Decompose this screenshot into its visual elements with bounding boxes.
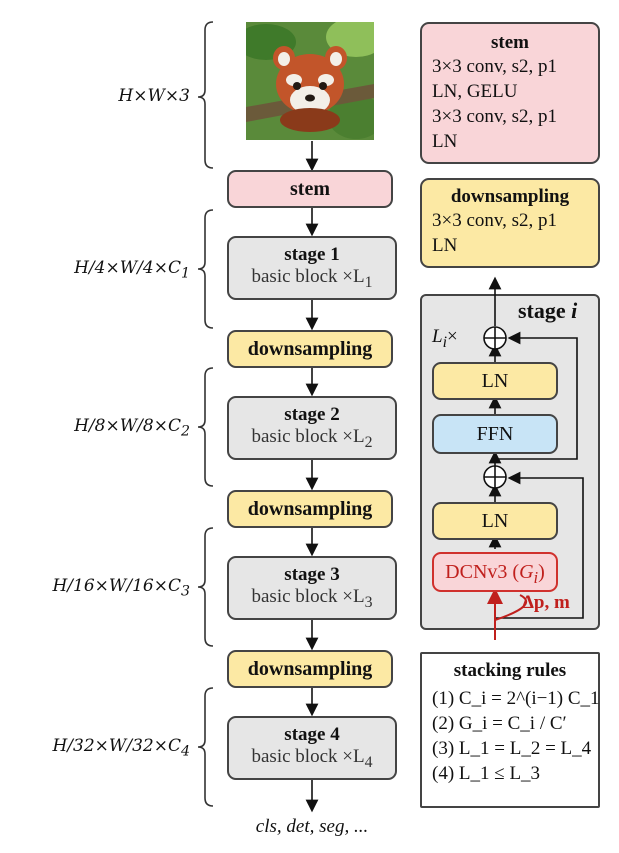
downsampling-block-3: downsampling — [227, 650, 393, 688]
downsampling-detail-box: downsampling 3×3 conv, s2, p1 LN — [420, 178, 600, 268]
stage-detail-title: stage i — [518, 298, 578, 323]
downsampling-block-2: downsampling — [227, 490, 393, 528]
stem-block: stem — [227, 170, 393, 208]
dcnv3-block: DCNv3 (Gi) — [432, 552, 558, 592]
stage-1-block: stage 1 basic block ×L1 — [227, 236, 397, 300]
downsampling-block-1: downsampling — [227, 330, 393, 368]
ffn-block: FFN — [432, 414, 558, 454]
stage-4-block: stage 4 basic block ×L4 — [227, 716, 397, 780]
dim-label-stage2: H/8×W/8×C2 — [74, 416, 190, 440]
ln-block-bottom: LN — [432, 502, 558, 540]
brace-stage2 — [197, 367, 214, 487]
red-offset-arc — [494, 594, 527, 621]
offset-mask-label: Δp, m — [522, 592, 570, 613]
input-image — [236, 17, 386, 140]
brace-stage1 — [197, 209, 214, 329]
dim-label-stage1: H/4×W/4×C1 — [74, 258, 190, 282]
stage-3-block: stage 3 basic block ×L3 — [227, 556, 397, 620]
stage-repeat-label: Li× — [432, 326, 458, 351]
red-panda-photo-icon — [236, 17, 386, 140]
brace-input — [197, 21, 214, 169]
stacking-rules-box: stacking rules (1) C_i = 2^(i−1) C_1 (2)… — [420, 652, 600, 808]
stage-2-block: stage 2 basic block ×L2 — [227, 396, 397, 460]
dim-label-input: H×W×3 — [118, 86, 190, 106]
ln-block-top: LN — [432, 362, 558, 400]
stem-detail-box: stem 3×3 conv, s2, p1 LN, GELU 3×3 conv,… — [420, 22, 600, 164]
output-tasks-label: cls, det, seg, ... — [255, 816, 369, 837]
brace-stage4 — [197, 687, 214, 807]
brace-stage3 — [197, 527, 214, 647]
dim-label-stage4: H/32×W/32×C4 — [52, 736, 190, 760]
dim-label-stage3: H/16×W/16×C3 — [52, 576, 190, 600]
